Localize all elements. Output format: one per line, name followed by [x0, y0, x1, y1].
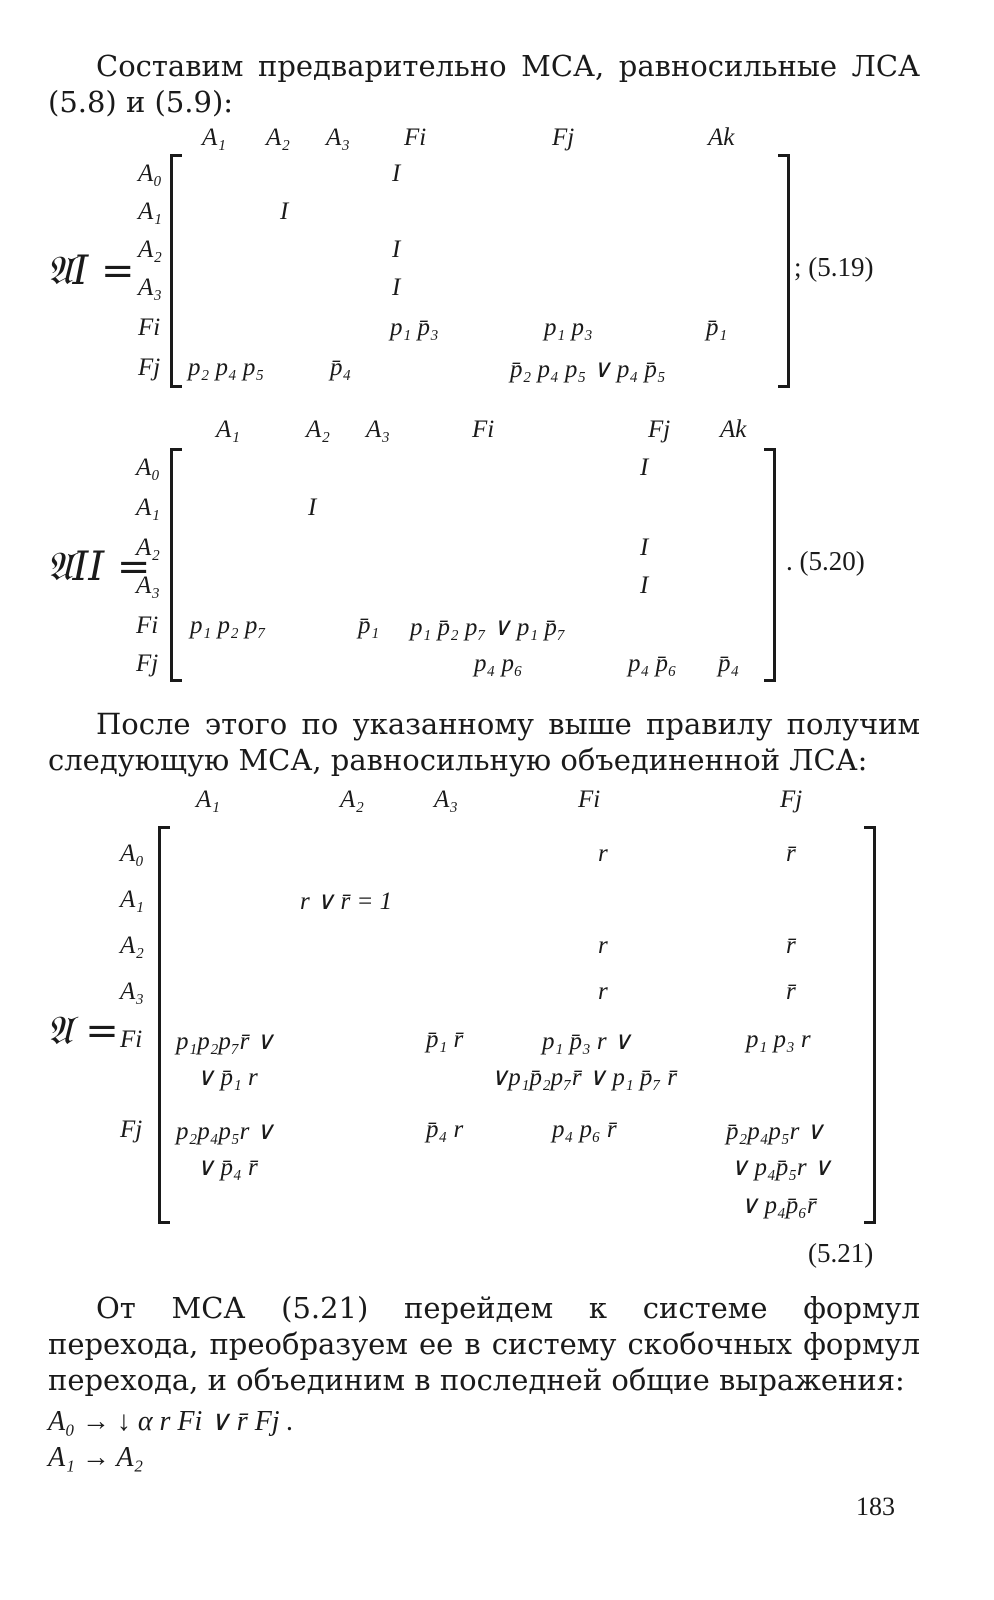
row-header: A₂: [120, 932, 144, 959]
column-header: A₁: [216, 416, 240, 443]
matrix-cell: I: [392, 236, 401, 263]
matrix-name: 𝔄I =: [46, 248, 135, 294]
row-header: A₃: [138, 274, 162, 301]
matrix-cell: I: [308, 494, 317, 521]
page-number: 183: [856, 1492, 895, 1521]
right-bracket: [764, 448, 776, 682]
matrix-cell: p̄₄: [330, 354, 352, 381]
column-header: A₃: [434, 786, 458, 813]
row-header: A₁: [120, 886, 144, 913]
matrix-cell: p̄₂ p₄ p₅ ∨ p₄ p̄₅: [510, 356, 666, 383]
matrix-cell: p₁ p₃ r: [746, 1026, 811, 1053]
left-bracket: [170, 154, 182, 388]
row-header: Fj: [120, 1116, 143, 1143]
matrix-cell: p₂ p₄ p₅: [188, 354, 265, 381]
row-header: Fj: [138, 354, 161, 381]
row-header: A₂: [138, 236, 162, 263]
row-header: A₁: [136, 494, 160, 521]
formula-line: A₀ → ↓ α r Fi ∨ r̄ Fj .: [48, 1406, 294, 1437]
column-header: Fi: [578, 786, 601, 813]
row-header: A₁: [138, 198, 162, 225]
matrix-name: 𝔄 =: [46, 1008, 119, 1054]
row-header: Fj: [136, 650, 159, 677]
matrix-cell: p₁ p₃: [544, 314, 593, 341]
equation-number: (5.21): [808, 1238, 874, 1268]
formula-line: A₁ → A₂: [48, 1442, 144, 1473]
matrix-cell: p₄ p̄₆: [628, 650, 677, 677]
left-bracket: [170, 448, 182, 682]
column-header: A₃: [366, 416, 390, 443]
column-header: A₁: [196, 786, 220, 813]
right-bracket: [778, 154, 790, 388]
matrix-cell: r̄: [786, 978, 796, 1005]
paragraph-after: После этого по указанному выше правилу п…: [48, 707, 920, 777]
matrix-cell: r̄: [786, 840, 796, 867]
column-header: A₂: [266, 124, 290, 151]
column-header: A₃: [326, 124, 350, 151]
matrix-cell: p₄ p₆ r̄: [552, 1116, 617, 1143]
matrix-cell: p₁p₂p₇r̄ ∨: [176, 1028, 274, 1055]
matrix-cell: p̄₁: [706, 314, 728, 341]
matrix-cell: I: [280, 198, 289, 225]
column-header: A₂: [306, 416, 330, 443]
column-header: Fj: [552, 124, 575, 151]
row-header: Fi: [136, 612, 159, 639]
equation-number: ; (5.19): [794, 252, 874, 282]
matrix-cell: I: [392, 160, 401, 187]
matrix-cell: p₄ p₆: [474, 650, 523, 677]
matrix-cell: ∨ p̄₁ r: [196, 1064, 258, 1091]
matrix-cell: r: [598, 840, 608, 867]
row-header: Fi: [138, 314, 161, 341]
matrix-cell: p̄₄: [718, 650, 740, 677]
column-header: Fi: [472, 416, 495, 443]
matrix-cell: r ∨ r̄ = 1: [300, 888, 393, 915]
matrix-cell: p̄₁: [358, 612, 380, 639]
matrix-cell: I: [392, 274, 401, 301]
paragraph-final: От МСА (5.21) перейдем к системе формул …: [48, 1291, 920, 1397]
matrix-cell: I: [640, 572, 649, 599]
row-header: A₀: [120, 840, 144, 867]
matrix-cell: r: [598, 932, 608, 959]
row-header: A₂: [136, 534, 160, 561]
matrix-cell: p₂p₄p₅r ∨: [176, 1118, 274, 1145]
matrix-cell: ∨ p₄p̄₆r̄: [740, 1192, 817, 1219]
row-header: A₀: [138, 160, 162, 187]
matrix-cell: p₁ p̄₃ r ∨: [542, 1028, 632, 1055]
matrix-cell: ∨p₁p̄₂p₇r̄ ∨ p₁ p̄₇ r̄: [490, 1064, 678, 1091]
column-header: Fi: [404, 124, 427, 151]
matrix-cell: ∨ p₄p̄₅r ∨: [730, 1154, 832, 1181]
paragraph-intro: Составим предварительно МСА, равносильны…: [48, 49, 920, 119]
matrix-cell: I: [640, 454, 649, 481]
equation-number: . (5.20): [786, 546, 865, 576]
matrix-cell: I: [640, 534, 649, 561]
right-bracket: [864, 826, 876, 1224]
matrix-cell: p₁ p̄₂ p₇ ∨ p₁ p̄₇: [410, 614, 566, 641]
left-bracket: [158, 826, 170, 1224]
column-header: A₁: [202, 124, 226, 151]
row-header: A₃: [136, 572, 160, 599]
column-header: Fj: [648, 416, 671, 443]
matrix-cell: r: [598, 978, 608, 1005]
matrix-cell: p₁ p̄₃: [390, 314, 439, 341]
matrix-cell: p₁ p₂ p₇: [190, 612, 267, 639]
matrix-cell: r̄: [786, 932, 796, 959]
column-header: A₂: [340, 786, 364, 813]
matrix-name: 𝔄II =: [46, 544, 151, 590]
column-header: Fj: [780, 786, 803, 813]
row-header: A₀: [136, 454, 160, 481]
column-header: Ak: [720, 416, 747, 443]
row-header: Fi: [120, 1026, 143, 1053]
matrix-cell: ∨ p̄₄ r̄: [196, 1154, 258, 1181]
row-header: A₃: [120, 978, 144, 1005]
matrix-cell: p̄₄ r: [426, 1116, 464, 1143]
matrix-cell: p̄₁ r̄: [426, 1026, 464, 1053]
matrix-cell: p̄₂p₄p₅r ∨: [726, 1118, 824, 1145]
column-header: Ak: [708, 124, 735, 151]
